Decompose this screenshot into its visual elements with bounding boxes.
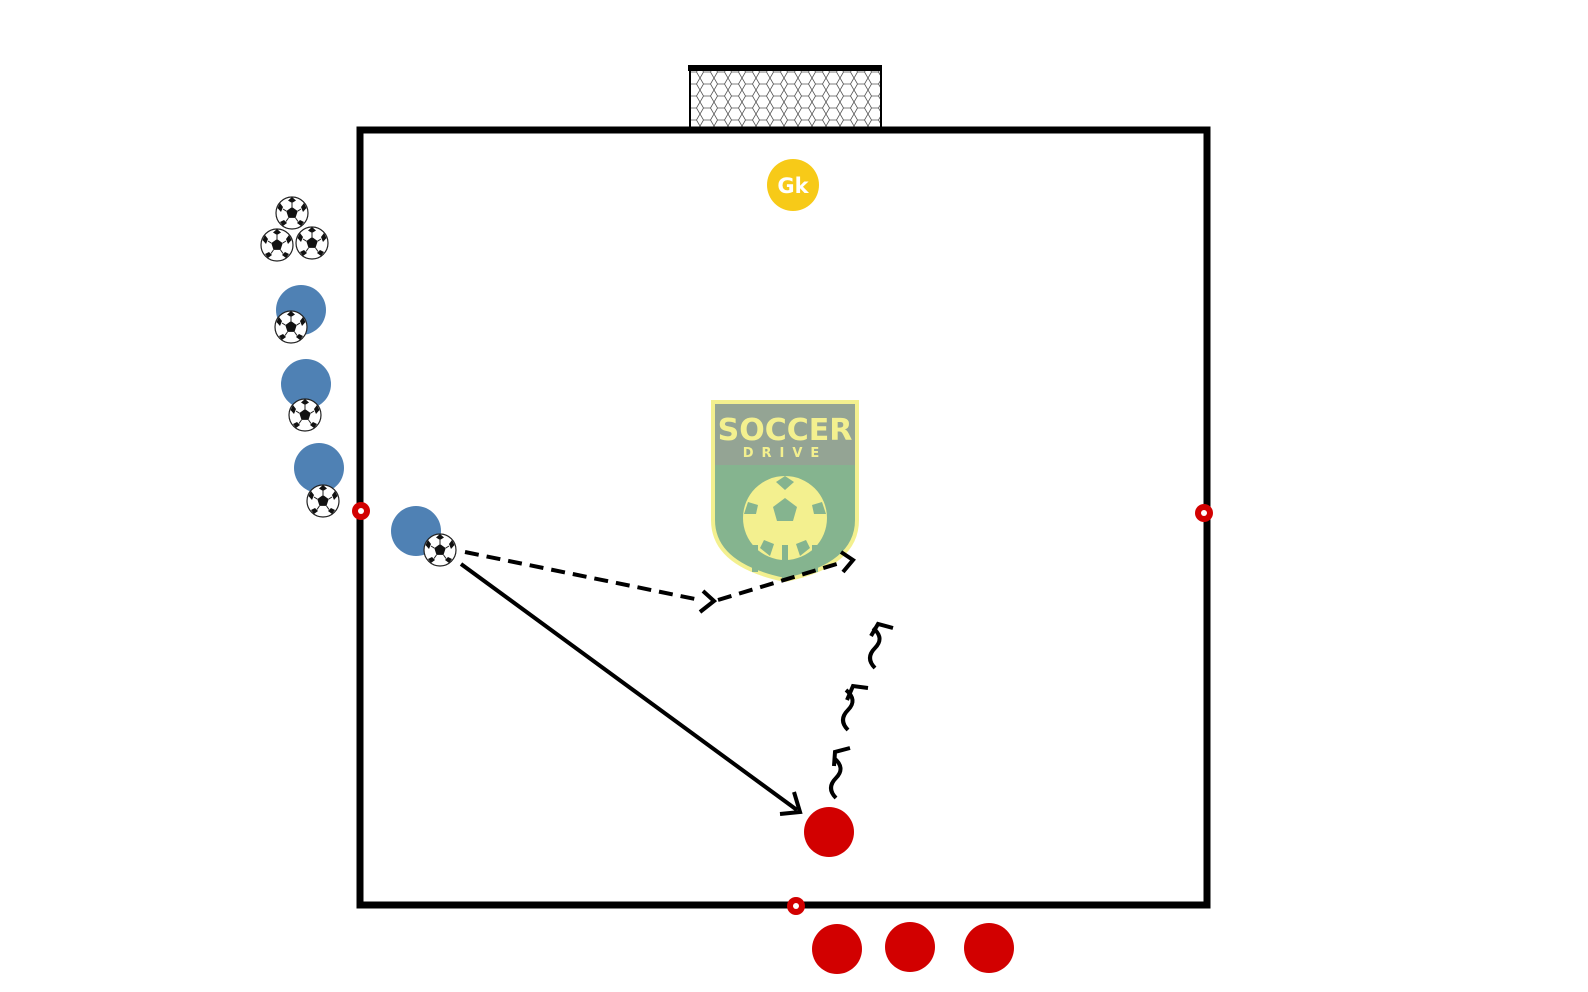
soccer-drive-logo: SOCCER DRIVE — [711, 400, 859, 583]
logo-ball-icon — [743, 476, 827, 580]
cone-marker-icon — [787, 897, 805, 915]
goalkeeper: Gk — [767, 159, 819, 211]
soccer-ball-icon — [288, 398, 322, 432]
attacker-player — [294, 443, 344, 493]
defender-player — [964, 923, 1014, 973]
soccer-ball-icon — [274, 310, 308, 344]
goal-net-icon — [688, 65, 882, 130]
soccer-ball-icon — [423, 533, 457, 567]
pass-arrow — [459, 562, 803, 816]
defender-player — [885, 922, 935, 972]
soccer-ball-icon — [275, 196, 309, 230]
defender-player — [804, 807, 854, 857]
dribble-arrow — [829, 621, 894, 800]
defender-player — [812, 924, 862, 974]
run-arrow — [464, 550, 856, 614]
soccer-ball-icon — [306, 484, 340, 518]
logo-line1: SOCCER — [718, 413, 853, 448]
ball-pile — [260, 196, 329, 262]
cone-marker-icon — [352, 502, 370, 520]
goalkeeper-label: Gk — [777, 174, 809, 198]
soccer-ball-icon — [295, 226, 329, 260]
logo-line2: DRIVE — [743, 446, 828, 461]
cone-marker-icon — [1195, 504, 1213, 522]
soccer-ball-icon — [260, 228, 294, 262]
attacker-player — [281, 359, 331, 409]
